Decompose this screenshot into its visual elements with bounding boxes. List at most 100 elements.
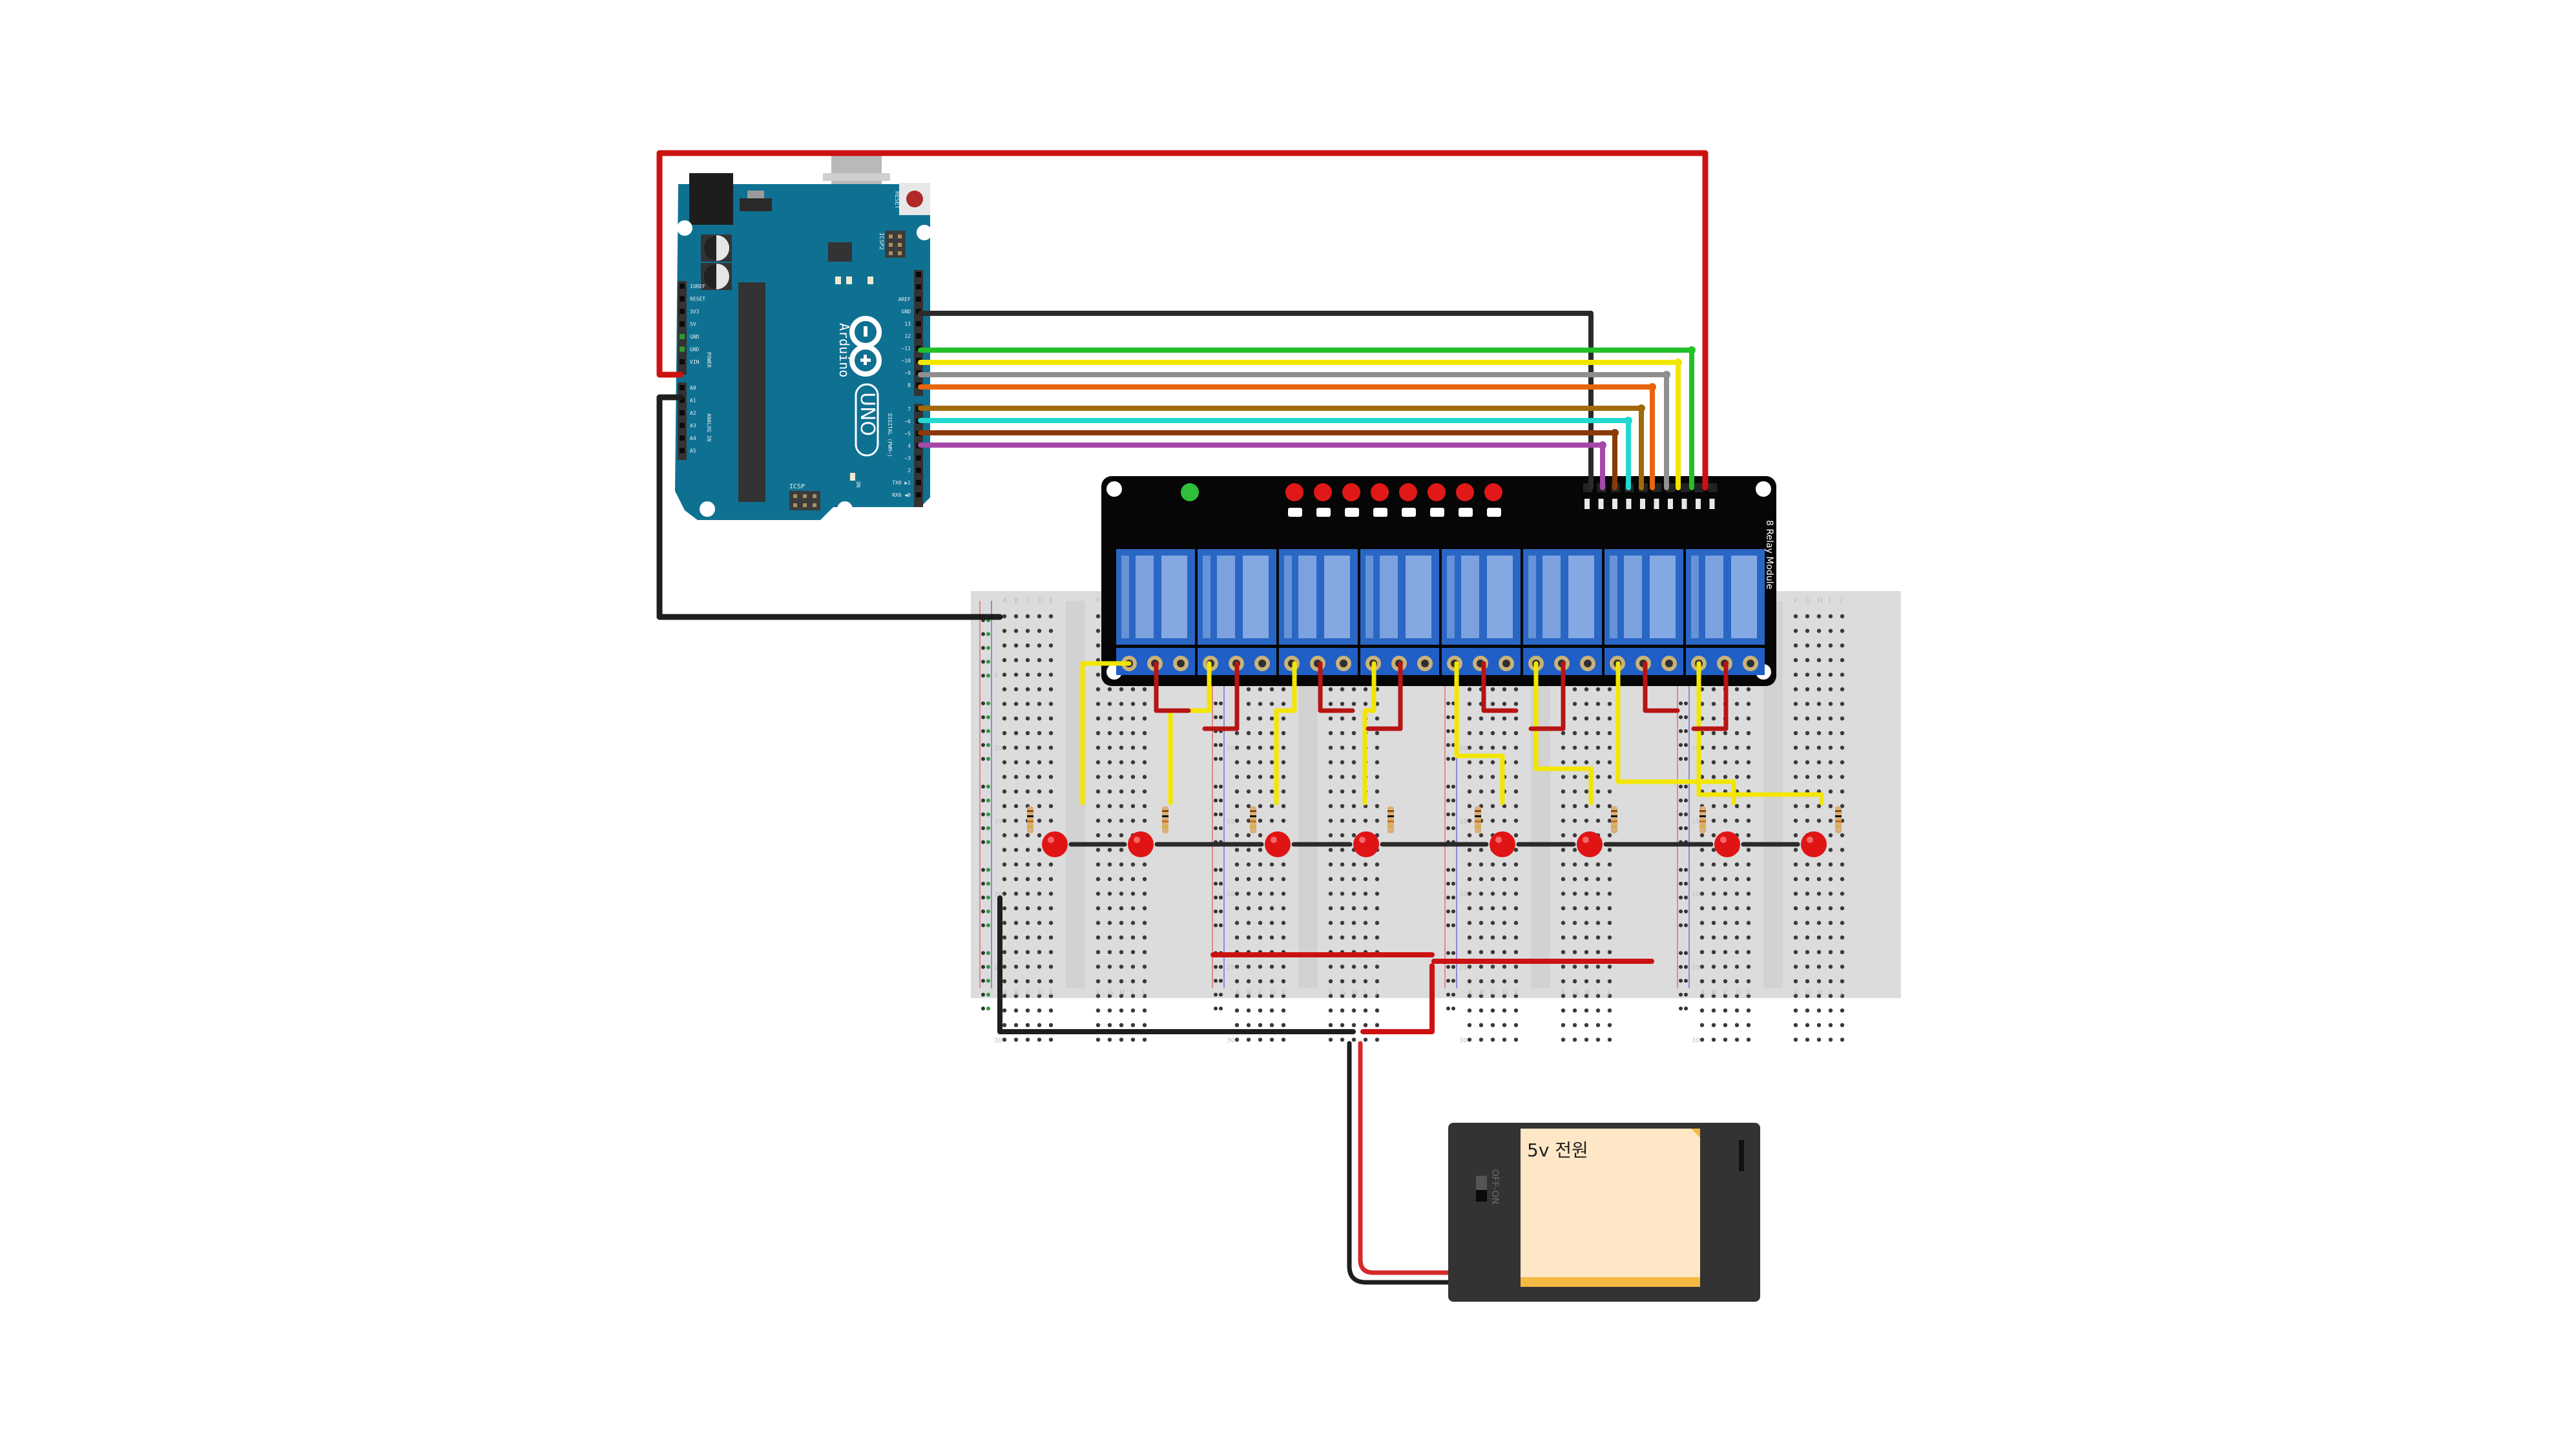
breadboard-hole: [1340, 833, 1345, 838]
breadboard-hole: [1107, 994, 1112, 998]
column-letter: C: [1491, 988, 1496, 997]
icsp-label: ICSP: [789, 483, 805, 490]
capacitor: [701, 263, 732, 290]
breadboard-hole: [1246, 877, 1251, 882]
power-pin[interactable]: [680, 359, 685, 364]
resistor-band: [1611, 820, 1617, 822]
digital-pin[interactable]: [916, 358, 921, 363]
breadboard-hole: [1351, 964, 1356, 969]
digital-pin[interactable]: [916, 346, 921, 351]
breadboard-hole: [1142, 731, 1147, 736]
input-pin[interactable]: [1708, 483, 1718, 492]
breadboard-hole: [1107, 891, 1112, 896]
analog-pin[interactable]: [680, 385, 685, 390]
breadboard-hole: [1723, 935, 1728, 940]
breadboard-hole: [1246, 775, 1251, 779]
column-letter: I: [1364, 988, 1366, 997]
digital-pin[interactable]: [916, 382, 921, 388]
breadboard-hole: [1828, 1037, 1833, 1042]
breadboard-hole: [1002, 643, 1007, 648]
breadboard-hole: [1711, 862, 1716, 867]
rail-hole: [1679, 1006, 1683, 1011]
power-switch[interactable]: [1476, 1176, 1487, 1202]
power-pin[interactable]: [680, 346, 685, 352]
power-pin[interactable]: [680, 296, 685, 302]
breadboard-hole: [1734, 921, 1740, 925]
analog-pin[interactable]: [680, 448, 685, 453]
breadboard-hole: [1025, 789, 1030, 794]
breadboard-hole: [1234, 731, 1240, 736]
breadboard-hole: [1746, 804, 1751, 809]
digital-pin[interactable]: [916, 284, 921, 289]
breadboard-hole: [1119, 891, 1124, 896]
reset-button-cap[interactable]: [906, 191, 923, 207]
power-pin[interactable]: [680, 321, 685, 327]
digital-pin[interactable]: [916, 321, 921, 326]
breadboard-hole: [1363, 994, 1368, 998]
digital-pin[interactable]: [916, 455, 921, 461]
analog-pin-label: A1: [690, 398, 696, 404]
mount-hole: [700, 501, 715, 517]
analog-pin[interactable]: [680, 435, 685, 441]
breadboard-hole: [1840, 862, 1845, 867]
breadboard-hole: [1840, 629, 1845, 633]
column-letter: C: [1723, 988, 1729, 997]
analog-pin[interactable]: [680, 422, 685, 428]
breadboard-hole: [1746, 921, 1751, 925]
input-pin[interactable]: [1680, 483, 1690, 492]
breadboard-hole: [1584, 716, 1589, 721]
input-pin[interactable]: [1694, 483, 1703, 492]
switch-knob[interactable]: [1476, 1190, 1487, 1202]
column-letter: I: [1829, 988, 1831, 997]
rail-hole: [1451, 979, 1455, 983]
digital-pin[interactable]: [916, 480, 921, 485]
breadboard-hole: [1025, 716, 1030, 721]
analog-pin[interactable]: [680, 410, 685, 415]
breadboard-hole: [1025, 1023, 1030, 1028]
breadboard-hole: [1246, 789, 1251, 794]
digital-pin[interactable]: [916, 272, 921, 277]
power-pin-label: 5V: [690, 322, 696, 328]
rail-hole: [1451, 1006, 1455, 1011]
channel-led: [1484, 483, 1502, 501]
digital-pin[interactable]: [916, 309, 921, 314]
breadboard-hole: [1828, 818, 1833, 823]
breadboard-hole: [1502, 818, 1507, 823]
breadboard-hole: [1281, 935, 1286, 940]
breadboard-hole: [1595, 877, 1601, 882]
breadboard-hole: [1734, 687, 1740, 692]
power-pin[interactable]: [680, 334, 685, 339]
rail-hole: [1219, 826, 1223, 831]
breadboard-hole: [1711, 921, 1716, 925]
breadboard-hole: [1258, 745, 1263, 750]
power-pin[interactable]: [680, 309, 685, 314]
digital-pin-label: 2: [908, 468, 911, 474]
digital-pin[interactable]: [916, 492, 921, 497]
rail-hole: [1684, 979, 1688, 983]
analog-pin[interactable]: [680, 397, 685, 403]
breadboard-hole: [1363, 818, 1368, 823]
digital-pin[interactable]: [916, 297, 921, 302]
digital-pin[interactable]: [916, 370, 921, 375]
breadboard-hole: [1130, 979, 1136, 984]
digital-pin-label: ~6: [904, 419, 911, 424]
digital-pin-label: ~9: [904, 370, 911, 376]
rail-hole: [981, 729, 985, 733]
led-highlight: [1583, 837, 1589, 843]
breadboard-hole: [1246, 935, 1251, 940]
voltage-regulator: [740, 198, 772, 211]
breadboard-hole: [1793, 745, 1798, 750]
breadboard-hole: [1048, 702, 1054, 706]
breadboard-hole: [1490, 994, 1495, 998]
power-led: [1181, 483, 1199, 501]
switch-grip[interactable]: [1476, 1176, 1487, 1190]
breadboard-hole: [1013, 702, 1019, 706]
digital-pin[interactable]: [916, 468, 921, 473]
breadboard-hole: [1793, 643, 1798, 648]
power-pin[interactable]: [680, 284, 685, 289]
digital-pin[interactable]: [916, 333, 921, 339]
digital-pin-label: GND: [902, 309, 911, 315]
rail-hole: [1446, 992, 1450, 997]
relay-print: [1406, 556, 1431, 638]
breadboard-hole: [1375, 994, 1380, 998]
